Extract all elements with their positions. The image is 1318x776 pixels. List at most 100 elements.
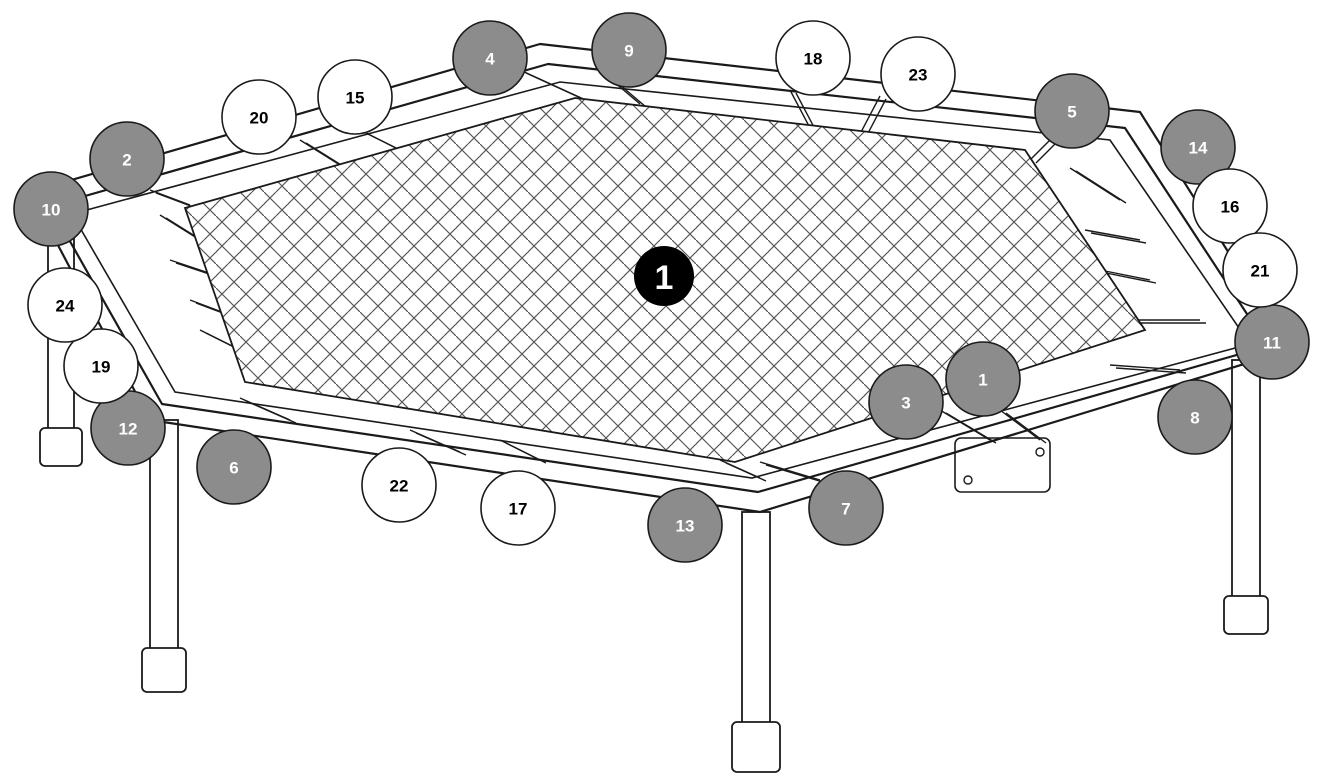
callout-circle xyxy=(13,171,89,247)
callout-badge: 8 xyxy=(1157,379,1233,455)
callout-circle xyxy=(868,364,944,440)
callout-circle xyxy=(317,59,393,135)
callout-label: 23 xyxy=(909,66,928,85)
callout-label: 6 xyxy=(229,459,238,478)
callout-label: 15 xyxy=(346,89,365,108)
bracket-hole-2 xyxy=(1035,447,1045,457)
callout-circle xyxy=(808,470,884,546)
callout-label: 18 xyxy=(804,50,823,69)
leg-front-center xyxy=(741,511,771,725)
spring-strap xyxy=(789,89,811,129)
callout-circle xyxy=(89,121,165,197)
callout-circle xyxy=(1034,73,1110,149)
callout-circle xyxy=(480,470,556,546)
callout-label: 9 xyxy=(624,42,633,61)
callout-badge: 24 xyxy=(27,267,103,343)
callout-badge: 12 xyxy=(90,390,166,466)
callout-badge: 18 xyxy=(775,20,851,96)
foot-back-left xyxy=(141,647,187,693)
callout-badge: 22 xyxy=(361,447,437,523)
spring-strap xyxy=(155,192,197,209)
leg-right xyxy=(1231,359,1261,601)
callout-circle xyxy=(775,20,851,96)
callout-label: 24 xyxy=(56,297,75,316)
foot-front-left xyxy=(39,427,83,467)
callout-badge: 4 xyxy=(452,20,528,96)
callout-circle xyxy=(1157,379,1233,455)
callout-label: 8 xyxy=(1190,409,1199,428)
callout-label: 2 xyxy=(122,151,131,170)
spring-strap xyxy=(765,464,827,484)
spring-strap xyxy=(725,462,767,482)
callout-label: 12 xyxy=(119,420,138,439)
callout-label: 3 xyxy=(901,394,910,413)
callout-circle xyxy=(1160,109,1236,185)
callout-label: 21 xyxy=(1251,262,1270,281)
spring-strap xyxy=(945,412,997,444)
callout-circle xyxy=(221,79,297,155)
callout-circle xyxy=(63,328,139,404)
callout-badge: 16 xyxy=(1192,168,1268,244)
callout-badge: 23 xyxy=(880,36,956,112)
callout-label: 22 xyxy=(390,477,409,496)
spring-strap xyxy=(1105,272,1157,284)
bracket-hole-1 xyxy=(963,475,973,485)
callout-badge: 15 xyxy=(317,59,393,135)
spring-strap xyxy=(505,442,547,464)
callout-label: 4 xyxy=(485,50,495,69)
callout-label: 19 xyxy=(92,358,111,377)
center-badge-label: 1 xyxy=(655,259,674,297)
spring-strap xyxy=(1109,364,1181,371)
callout-circle xyxy=(591,12,667,88)
callout-badge: 11 xyxy=(1234,304,1310,380)
spring-strap xyxy=(1099,269,1151,281)
foot-front-center xyxy=(731,721,781,773)
callout-badge: 13 xyxy=(647,487,723,563)
callout-circle xyxy=(1222,232,1298,308)
callout-badge: 1 xyxy=(945,341,1021,417)
callout-circle xyxy=(880,36,956,112)
callout-circle xyxy=(361,447,437,523)
spring-strap xyxy=(999,409,1041,441)
callout-badge: 21 xyxy=(1222,232,1298,308)
spring-strap xyxy=(245,400,297,424)
callout-circle xyxy=(647,487,723,563)
callout-badge: 3 xyxy=(868,364,944,440)
callout-circle xyxy=(945,341,1021,417)
callout-badge: 20 xyxy=(221,79,297,155)
callout-label: 20 xyxy=(250,109,269,128)
spring-strap xyxy=(865,98,887,138)
callout-badge: 2 xyxy=(89,121,165,197)
callout-label: 13 xyxy=(676,517,695,536)
callout-badge: 5 xyxy=(1034,73,1110,149)
callout-label: 16 xyxy=(1221,198,1240,217)
callout-circle xyxy=(27,267,103,343)
foot-right xyxy=(1223,595,1269,635)
callout-label: 10 xyxy=(42,201,61,220)
callout-badge: 17 xyxy=(480,470,556,546)
callout-circle xyxy=(196,429,272,505)
callout-circle xyxy=(452,20,528,96)
spring-strap xyxy=(1090,232,1147,244)
callout-circle xyxy=(1192,168,1268,244)
callout-label: 11 xyxy=(1263,334,1281,353)
spring-strap xyxy=(1075,170,1127,204)
callout-label: 14 xyxy=(1189,139,1208,158)
callout-label: 5 xyxy=(1067,103,1076,122)
callout-badge: 9 xyxy=(591,12,667,88)
callout-badge: 14 xyxy=(1160,109,1236,185)
callout-label: 17 xyxy=(509,500,528,519)
spring-strap xyxy=(1084,229,1141,241)
spring-strap xyxy=(149,189,191,206)
spring-strap xyxy=(1035,142,1057,164)
spring-strap xyxy=(1029,139,1051,161)
callout-badge: 7 xyxy=(808,470,884,546)
frame-bracket xyxy=(954,437,1051,493)
spring-strap xyxy=(859,95,881,135)
callout-badge: 19 xyxy=(63,328,139,404)
spring-strap xyxy=(415,432,467,456)
callout-label: 1 xyxy=(978,371,987,390)
callout-label: 7 xyxy=(841,500,850,519)
spring-strap xyxy=(759,461,821,481)
